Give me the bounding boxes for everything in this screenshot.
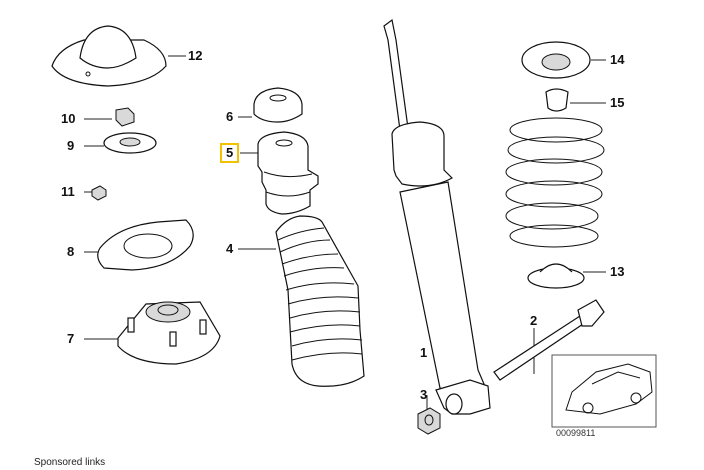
part-13-spring-pad xyxy=(527,263,585,289)
callout-13[interactable]: 13 xyxy=(610,264,625,279)
callout-4[interactable]: 4 xyxy=(226,241,234,256)
part-15-bushing xyxy=(545,88,569,112)
callout-14[interactable]: 14 xyxy=(610,52,625,67)
callout-12[interactable]: 12 xyxy=(188,48,203,63)
part-2-bolt xyxy=(493,299,605,381)
part-4-bellows xyxy=(275,215,365,387)
diagram-reference-number: 00099811 xyxy=(556,428,596,438)
part-10-nut xyxy=(115,107,135,127)
callout-5-selected[interactable]: 5 xyxy=(220,143,240,163)
part-8-gasket xyxy=(97,219,194,271)
callout-7[interactable]: 7 xyxy=(67,331,75,346)
part-12-dust-cap xyxy=(51,25,167,87)
part-5-bump-stop xyxy=(257,131,319,215)
callout-2[interactable]: 2 xyxy=(530,313,538,328)
callout-1[interactable]: 1 xyxy=(420,345,428,360)
callout-15[interactable]: 15 xyxy=(610,95,625,110)
sponsored-links-label: Sponsored links xyxy=(34,457,106,468)
coil-spring xyxy=(505,117,605,248)
callout-11[interactable]: 11 xyxy=(61,184,75,199)
part-1-shock-absorber xyxy=(383,18,491,415)
callout-10[interactable]: 10 xyxy=(61,111,76,126)
part-6-bump-cap xyxy=(253,87,303,123)
part-14-spring-seat xyxy=(521,41,591,79)
callout-6[interactable]: 6 xyxy=(226,109,234,124)
callout-8[interactable]: 8 xyxy=(67,244,75,259)
callout-3[interactable]: 3 xyxy=(420,387,428,402)
part-9-washer xyxy=(103,132,157,154)
leader-lines xyxy=(84,55,606,410)
part-3-nut xyxy=(417,407,441,435)
car-thumbnail xyxy=(551,354,657,428)
part-11-nut xyxy=(91,185,107,201)
callout-9[interactable]: 9 xyxy=(67,138,75,153)
part-7-strut-mount xyxy=(117,301,221,365)
